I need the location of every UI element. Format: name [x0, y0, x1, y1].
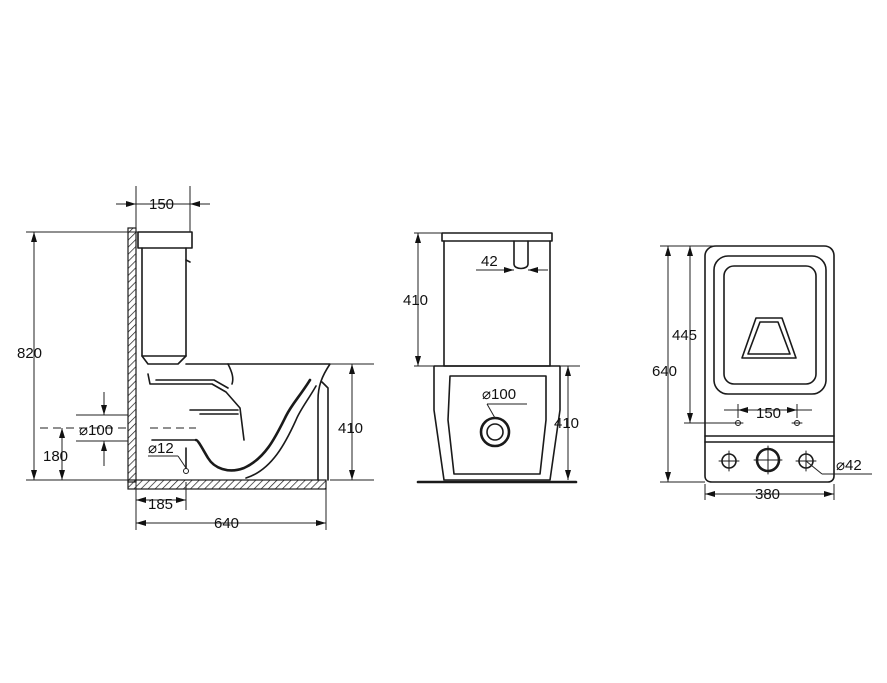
- cistern-side: [137, 231, 193, 365]
- dim-tank-height: 410: [403, 232, 442, 367]
- dim-total-length-top: 640: [652, 245, 706, 483]
- dim-total-length-side: 640: [136, 482, 327, 532]
- side-view: 150 820 ⌀100 180: [17, 186, 374, 532]
- dim-total-height: 820: [17, 231, 138, 481]
- dim-outlet-height: 180: [43, 428, 68, 480]
- dim-tank-depth-label: 150: [149, 196, 174, 213]
- dim-inlet-diameter-label: ⌀12: [148, 440, 174, 457]
- wall-hatch: [127, 227, 137, 483]
- dim-tank-height-label: 410: [403, 292, 428, 309]
- dim-width: 380: [704, 484, 835, 503]
- dim-width-label: 380: [755, 486, 780, 503]
- dim-inlet-diameter: ⌀12: [148, 440, 187, 469]
- dim-total-length-side-label: 640: [214, 515, 239, 532]
- dim-tank-depth: 150: [116, 186, 210, 232]
- dim-bowl-height-label: 410: [554, 415, 579, 432]
- dim-seat-height-side-label: 410: [338, 420, 363, 437]
- dim-hole-diameter: ⌀42: [805, 457, 872, 475]
- dim-outlet-diameter-front-label: ⌀100: [482, 386, 516, 403]
- floor-hatch: [127, 479, 327, 490]
- dim-hole-diameter-label: ⌀42: [836, 457, 862, 474]
- dim-bowl-height: 410: [554, 365, 580, 480]
- dim-outlet-diameter-front: ⌀100: [482, 386, 527, 419]
- dim-inlet-offset-label: 185: [148, 496, 173, 513]
- dim-outlet-diameter-side: ⌀100: [40, 392, 196, 466]
- front-view: 42 410 ⌀100 410: [403, 232, 580, 484]
- dim-button-label: 42: [481, 253, 498, 270]
- dim-seat-to-holes-label: 445: [672, 327, 697, 344]
- dim-total-height-label: 820: [17, 345, 42, 362]
- dim-button: 42: [476, 253, 548, 273]
- dim-seat-height-side: 410: [330, 363, 374, 481]
- dim-outlet-diameter-side-label: ⌀100: [79, 422, 113, 439]
- top-view: 445 640 150 ⌀42: [652, 245, 872, 503]
- bowl-front: [416, 365, 578, 484]
- dim-total-length-top-label: 640: [652, 363, 677, 380]
- dim-hole-spacing-label: 150: [756, 405, 781, 422]
- toilet-top: [704, 245, 835, 483]
- outlet-circle-front: [479, 416, 511, 448]
- dim-inlet-offset: 185: [135, 482, 187, 530]
- bowl-side: [147, 363, 331, 481]
- dim-hole-spacing: 150: [724, 404, 812, 422]
- dim-outlet-height-label: 180: [43, 448, 68, 465]
